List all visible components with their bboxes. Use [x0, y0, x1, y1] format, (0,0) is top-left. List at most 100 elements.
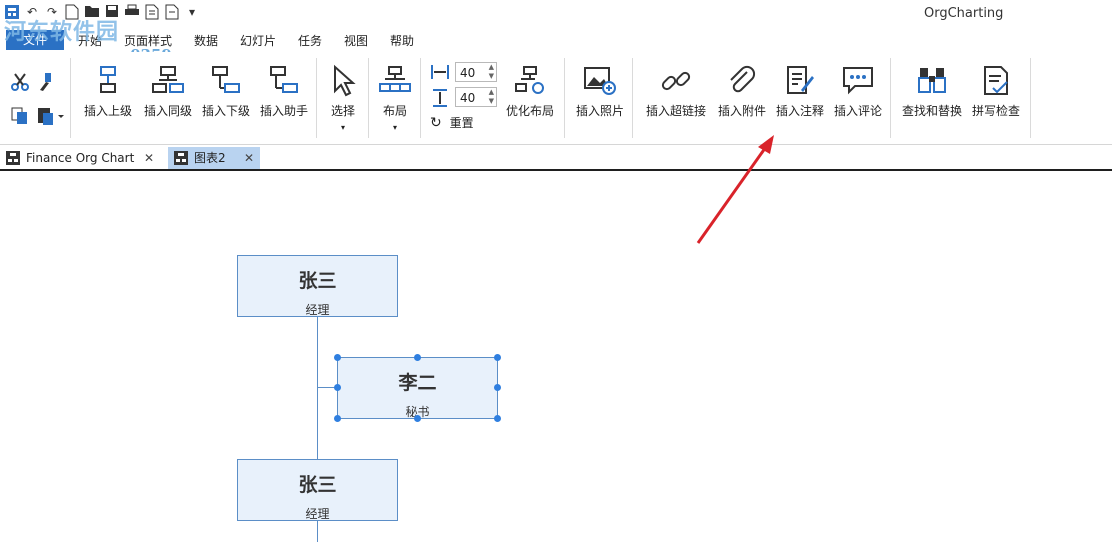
insert-comment-button[interactable]: 插入评论	[830, 64, 886, 119]
resize-handle[interactable]	[414, 415, 421, 422]
node-name: 张三	[298, 474, 337, 496]
ribbon-separator	[890, 58, 891, 138]
find-replace-label: 查找和替换	[901, 104, 962, 118]
resize-handle[interactable]	[334, 384, 341, 391]
binoculars-icon	[918, 68, 946, 93]
horizontal-spacing-input[interactable]: 40 ▲▼	[455, 62, 497, 82]
menu-file[interactable]: 文件	[6, 30, 64, 50]
chart-doc-icon	[6, 151, 20, 165]
insert-photo-button[interactable]: 插入照片	[572, 64, 628, 119]
cut-icon[interactable]	[10, 72, 30, 92]
export-icon[interactable]	[144, 4, 160, 20]
menu-help[interactable]: 帮助	[390, 34, 415, 48]
chart-doc-icon	[174, 151, 188, 165]
print-icon[interactable]	[124, 4, 140, 20]
ribbon-separator	[632, 58, 633, 138]
select-label: 选择	[330, 104, 355, 118]
copy-icon[interactable]	[10, 106, 30, 126]
ribbon-separator	[316, 58, 317, 138]
document-tab-bar	[0, 145, 1112, 171]
undo-icon[interactable]: ↶	[26, 5, 38, 19]
optimize-layout-icon	[515, 66, 544, 94]
resize-handle[interactable]	[414, 354, 421, 361]
optimize-layout-button[interactable]: 优化布局	[504, 64, 556, 119]
insert-subordinate-icon	[212, 66, 240, 93]
resize-handle[interactable]	[494, 415, 501, 422]
select-dropdown-icon: ▾	[340, 123, 345, 132]
menu-home[interactable]: 开始	[78, 34, 103, 48]
note-icon	[787, 66, 814, 94]
menu-tasks[interactable]: 任务	[298, 34, 323, 48]
photo-icon	[584, 67, 616, 95]
insert-hyperlink-button[interactable]: 插入超链接	[644, 64, 708, 119]
comment-icon	[843, 67, 873, 95]
reset-button[interactable]: ↻ 重置	[430, 114, 474, 131]
quick-access-toolbar: ↶ ↷ ▾	[4, 4, 200, 20]
spinner-arrows-icon[interactable]: ▲▼	[488, 88, 494, 105]
format-painter-icon[interactable]	[36, 72, 56, 92]
redo-icon[interactable]: ↷	[46, 5, 58, 19]
insert-assistant-icon	[270, 66, 298, 93]
resize-handle[interactable]	[494, 384, 501, 391]
connector-line	[317, 317, 318, 459]
find-replace-button[interactable]: 查找和替换	[900, 64, 964, 119]
menu-page-style[interactable]: 页面样式	[124, 34, 173, 48]
insert-comment-label: 插入评论	[833, 104, 882, 118]
watermark-logo: 河东软件园	[4, 19, 120, 45]
insert-assistant-button[interactable]: 插入助手	[256, 64, 312, 119]
menu-bar	[0, 28, 1112, 52]
layout-icon	[379, 66, 411, 92]
resize-handle[interactable]	[334, 354, 341, 361]
resize-handle[interactable]	[494, 354, 501, 361]
node-role: 经理	[305, 303, 330, 317]
chart-canvas[interactable]	[0, 171, 1112, 542]
app-title: OrgCharting	[924, 6, 1004, 21]
import-icon[interactable]	[164, 4, 180, 20]
close-icon[interactable]: ✕	[243, 151, 254, 165]
vertical-spacing-icon	[430, 88, 450, 108]
spell-check-label: 拼写检查	[971, 104, 1020, 118]
insert-note-button[interactable]: 插入注释	[772, 64, 828, 119]
insert-peer-button[interactable]: 插入同级	[140, 64, 196, 119]
insert-superior-label: 插入上级	[83, 104, 132, 118]
ribbon-separator	[70, 58, 71, 138]
menu-view[interactable]: 视图	[344, 34, 369, 48]
resize-handle[interactable]	[334, 415, 341, 422]
customize-dropdown-icon[interactable]: ▾	[188, 5, 196, 19]
org-node[interactable]: 张三 经理	[237, 459, 398, 521]
reset-label: 重置	[449, 116, 474, 130]
paperclip-icon	[730, 65, 756, 93]
tab-chart2[interactable]: 图表2 ✕	[168, 147, 260, 169]
ribbon-separator	[564, 58, 565, 138]
menu-data[interactable]: 数据	[194, 34, 219, 48]
layout-label: 布局	[382, 104, 407, 118]
node-name: 李二	[398, 372, 437, 394]
insert-subordinate-button[interactable]: 插入下级	[198, 64, 254, 119]
tab-label: 图表2	[194, 151, 226, 165]
insert-attachment-button[interactable]: 插入附件	[714, 64, 770, 119]
open-icon[interactable]	[84, 4, 100, 20]
layout-button[interactable]: 布局 ▾	[376, 64, 414, 132]
vertical-spacing-input[interactable]: 40 ▲▼	[455, 87, 497, 107]
new-icon[interactable]	[64, 4, 80, 20]
save-icon[interactable]	[104, 4, 120, 20]
insert-superior-button[interactable]: 插入上级	[80, 64, 136, 119]
horizontal-spacing-value: 40	[460, 66, 476, 80]
select-button[interactable]: 选择 ▾	[324, 64, 362, 132]
link-icon	[661, 71, 691, 91]
insert-superior-icon	[100, 66, 116, 93]
optimize-layout-label: 优化布局	[505, 104, 554, 118]
org-node-selected[interactable]: 李二 秘书	[337, 357, 498, 419]
node-role: 秘书	[405, 405, 430, 419]
ribbon-separator	[368, 58, 369, 138]
insert-photo-label: 插入照片	[575, 104, 624, 118]
menu-slides[interactable]: 幻灯片	[240, 34, 277, 48]
org-node[interactable]: 张三 经理	[237, 255, 398, 317]
tab-finance-org-chart[interactable]: Finance Org Chart ✕	[0, 147, 160, 169]
spell-check-button[interactable]: 拼写检查	[968, 64, 1024, 119]
spinner-arrows-icon[interactable]: ▲▼	[488, 63, 494, 80]
close-icon[interactable]: ✕	[143, 151, 154, 165]
insert-note-label: 插入注释	[775, 104, 824, 118]
paste-icon[interactable]	[36, 106, 66, 126]
insert-peer-label: 插入同级	[143, 104, 192, 118]
